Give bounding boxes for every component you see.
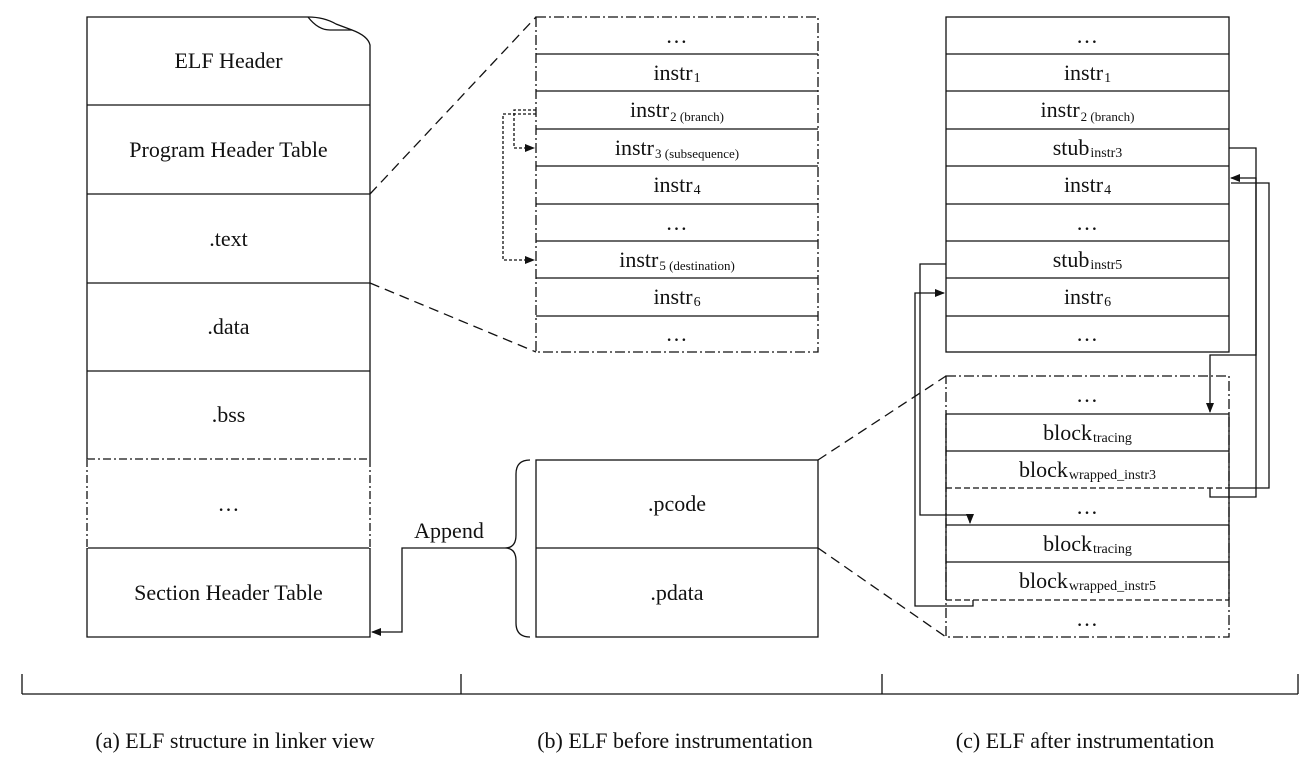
- elf-file-fold: [307, 16, 352, 31]
- arrow-wrapped3-return: [1229, 182, 1270, 489]
- elf-file-outline: [86, 16, 371, 638]
- caption-a: (a) ELF structure in linker view: [95, 728, 375, 753]
- zoom-line-pcode-top: [817, 375, 947, 461]
- instr-list-c: [945, 16, 1230, 353]
- zoom-line-top: [369, 16, 537, 195]
- append-brace: [504, 459, 531, 638]
- append-arrow: [371, 547, 505, 636]
- branch-arrow-destination: [502, 113, 536, 264]
- arrow-stub5-to-tracing: [919, 263, 974, 524]
- arrow-wrapped5-to-instr6: [914, 289, 974, 607]
- arrow-wrapped3-to-instr4: [1209, 174, 1257, 498]
- zoom-line-bottom: [369, 282, 537, 353]
- caption-b: (b) ELF before instrumentation: [537, 728, 813, 753]
- caption-c: (c) ELF after instrumentation: [955, 728, 1215, 753]
- blocks-region-c: [945, 375, 1230, 638]
- zoom-line-pcode-bottom: [817, 547, 947, 638]
- arrow-stub3-to-tracing: [1206, 147, 1257, 413]
- branch-arrow-subsequence: [513, 109, 536, 152]
- instr-list-b: [535, 16, 819, 353]
